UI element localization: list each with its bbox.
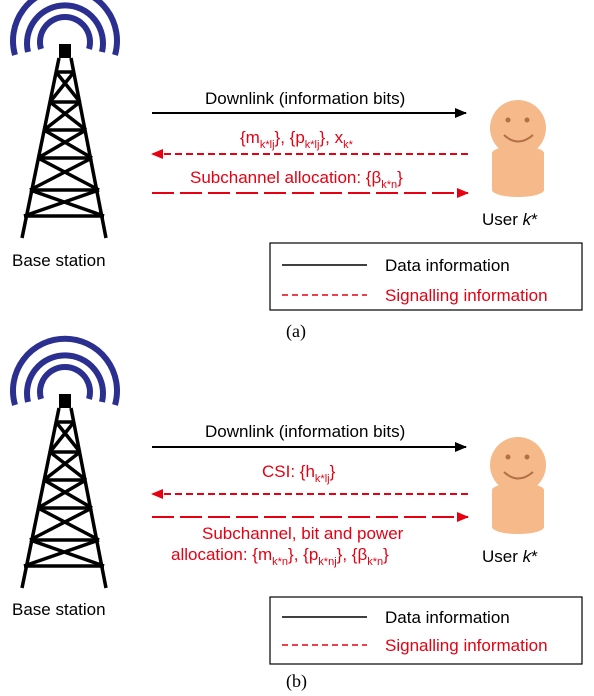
base-station-label: Base station <box>12 251 106 270</box>
caption-b: (b) <box>286 671 307 692</box>
legend-box <box>269 596 583 665</box>
base-station-tower-icon <box>10 335 120 589</box>
base-station-tower-icon <box>10 0 120 239</box>
panel-a: Base station Downlink (information bits)… <box>10 0 583 342</box>
legend-signal-label: Signalling information <box>385 636 548 655</box>
radio-waves-icon <box>10 335 120 406</box>
legend-signal-label: Signalling information <box>385 286 548 305</box>
legend-data-label: Data information <box>385 256 510 275</box>
uplink-signal-label: CSI: {hk*lj} <box>262 462 336 485</box>
base-station-label: Base station <box>12 600 106 619</box>
uplink-signal-label: {mk*lj}, {pk*lj}, xk* <box>240 128 354 151</box>
panel-b: Base station Downlink (information bits)… <box>10 335 583 692</box>
legend-box <box>269 242 583 311</box>
user-icon <box>490 437 546 534</box>
user-label: User k* <box>482 210 538 229</box>
downlink-signal-label: Subchannel allocation: {βk*n} <box>190 168 403 191</box>
radio-waves-icon <box>10 0 120 56</box>
user-icon <box>490 100 546 197</box>
user-label: User k* <box>482 547 538 566</box>
downlink-label: Downlink (information bits) <box>205 89 405 108</box>
caption-a: (a) <box>286 321 306 342</box>
downlink-signal-label: allocation: {mk*n}, {pk*nj}, {βk*n} <box>171 545 389 568</box>
downlink-label: Downlink (information bits) <box>205 422 405 441</box>
legend-data-label: Data information <box>385 608 510 627</box>
downlink-signal-line1: Subchannel, bit and power <box>202 524 404 543</box>
